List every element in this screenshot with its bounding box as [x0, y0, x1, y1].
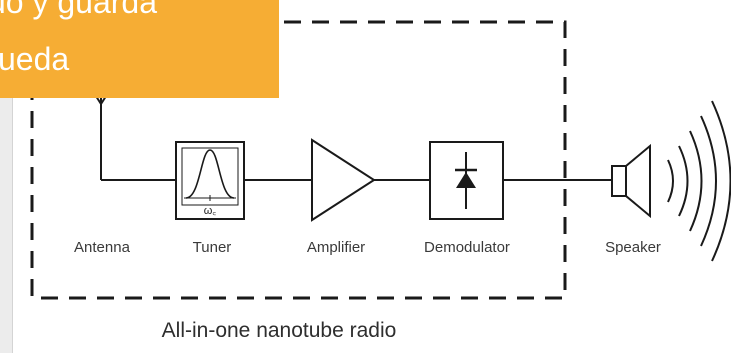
diagram-caption: All-in-one nanotube radio	[162, 319, 397, 342]
amplifier-label: Amplifier	[307, 239, 365, 256]
tuner-frequency-label: ω꜀	[204, 205, 217, 217]
sound-waves	[667, 100, 731, 262]
tuner-label: Tuner	[193, 239, 232, 256]
antenna-label: Antenna	[74, 239, 131, 256]
speaker-label: Speaker	[605, 239, 661, 256]
demodulator-label: Demodulator	[424, 239, 510, 256]
amplifier-triangle	[311, 138, 376, 222]
overlay-text-line-1: uo y guarda	[0, 0, 158, 20]
demodulator-block	[429, 141, 504, 220]
nanotube-enclosure	[30, 20, 567, 300]
caption-overlay-box: uo y guarda ueda	[0, 0, 279, 98]
antenna-symbol	[93, 92, 109, 180]
speaker-symbol	[611, 143, 651, 219]
tuner-block: ω꜀	[175, 141, 245, 220]
overlay-text-line-2: ueda	[0, 41, 70, 77]
